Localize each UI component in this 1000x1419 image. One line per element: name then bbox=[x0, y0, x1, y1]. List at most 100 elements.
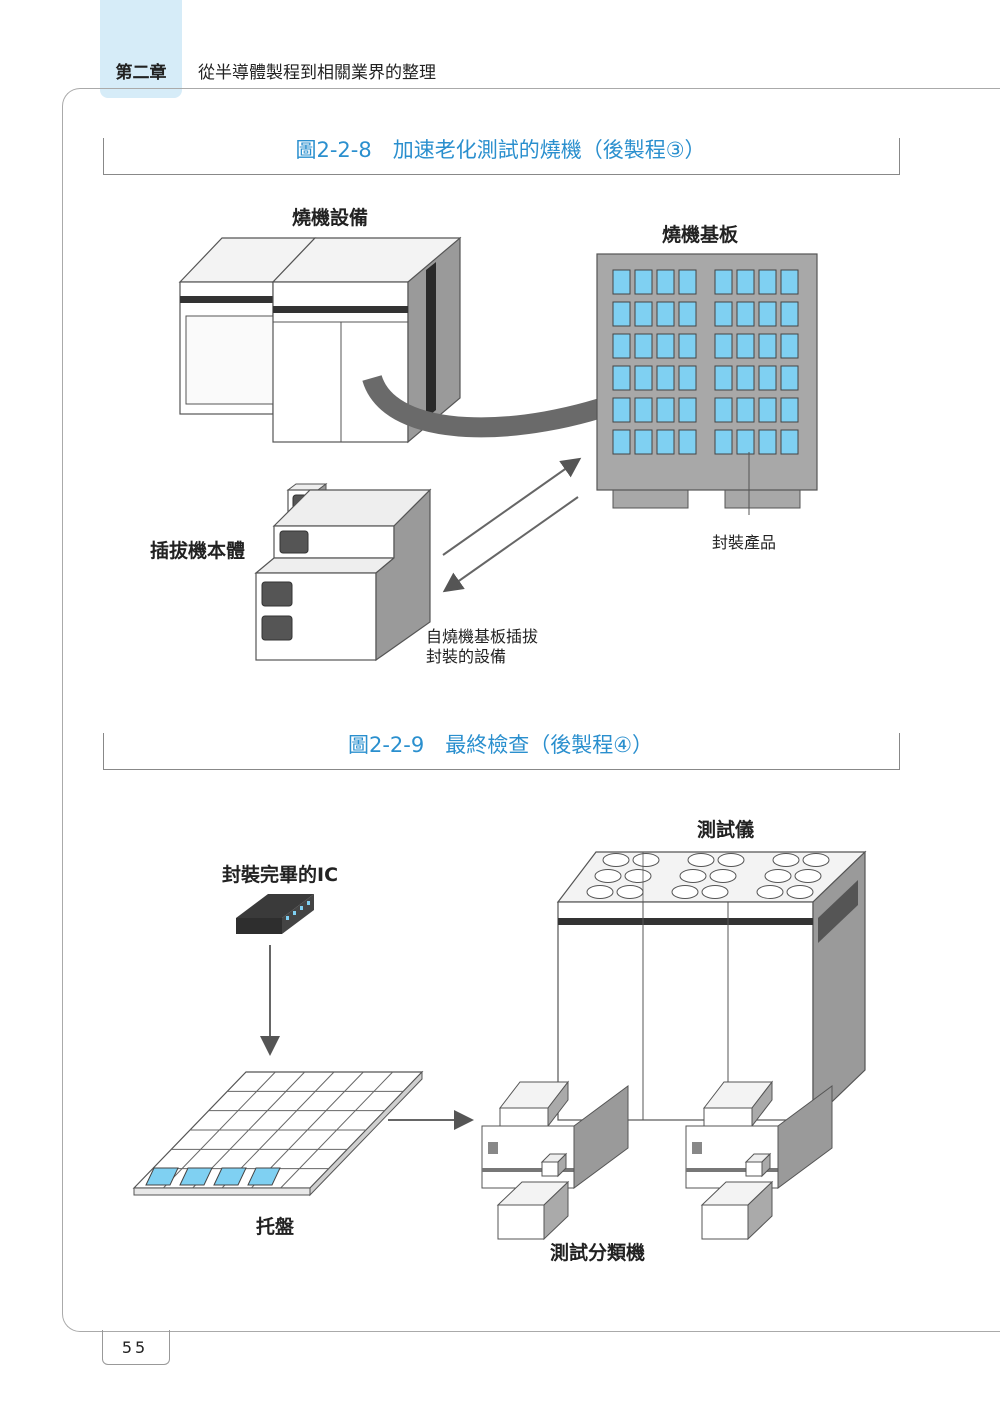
socket bbox=[656, 333, 675, 359]
socket-grid bbox=[612, 269, 799, 455]
socket bbox=[678, 333, 697, 359]
tester-hole bbox=[602, 853, 630, 867]
chapter-label: 第二章 bbox=[115, 63, 167, 83]
socket bbox=[736, 333, 755, 359]
socket bbox=[714, 397, 733, 423]
tester-hole bbox=[624, 869, 652, 883]
socket bbox=[678, 429, 697, 455]
socket bbox=[634, 269, 653, 295]
ic-chip-illustration bbox=[236, 894, 314, 934]
socket bbox=[634, 301, 653, 327]
label-packaged-ic: 封裝完畢的IC bbox=[222, 864, 339, 886]
socket bbox=[612, 301, 631, 327]
socket bbox=[612, 365, 631, 391]
chapter-title: 從半導體製程到相關業界的整理 bbox=[198, 63, 436, 83]
socket bbox=[758, 429, 777, 455]
tester-hole bbox=[632, 853, 660, 867]
tray-illustration bbox=[132, 1070, 424, 1197]
socket bbox=[780, 397, 799, 423]
socket bbox=[612, 269, 631, 295]
socket bbox=[758, 301, 777, 327]
handler-left-illustration bbox=[481, 1080, 629, 1241]
figure2-title-bar bbox=[103, 733, 900, 770]
tester-hole bbox=[709, 869, 737, 883]
socket bbox=[612, 429, 631, 455]
label-tray: 托盤 bbox=[256, 1216, 295, 1238]
socket bbox=[634, 333, 653, 359]
label-inserter-body: 插拔機本體 bbox=[150, 540, 246, 562]
tester-hole bbox=[594, 869, 622, 883]
tester-hole bbox=[671, 885, 699, 899]
tester-hole bbox=[764, 869, 792, 883]
label-handler: 測試分類機 bbox=[550, 1242, 646, 1264]
socket bbox=[780, 365, 799, 391]
socket bbox=[758, 397, 777, 423]
socket bbox=[736, 429, 755, 455]
tester-hole bbox=[679, 869, 707, 883]
handler-right-illustration bbox=[685, 1080, 833, 1241]
socket bbox=[758, 333, 777, 359]
socket bbox=[634, 397, 653, 423]
socket bbox=[736, 301, 755, 327]
socket bbox=[678, 365, 697, 391]
figure1-title: 圖2-2-8 加速老化測試的燒機（後製程③） bbox=[295, 138, 706, 162]
chapter-tab bbox=[100, 0, 182, 98]
burnin-equipment-illustration bbox=[178, 236, 462, 444]
label-packaged-product: 封裝產品 bbox=[712, 533, 777, 552]
socket bbox=[678, 397, 697, 423]
label-burnin-board: 燒機基板 bbox=[662, 224, 739, 246]
socket bbox=[758, 365, 777, 391]
tester-hole bbox=[772, 853, 800, 867]
socket bbox=[612, 397, 631, 423]
socket bbox=[656, 301, 675, 327]
label-burnin-equipment: 燒機設備 bbox=[292, 207, 369, 229]
socket bbox=[736, 269, 755, 295]
socket bbox=[612, 333, 631, 359]
socket bbox=[634, 429, 653, 455]
socket bbox=[758, 269, 777, 295]
socket bbox=[678, 301, 697, 327]
figure2-title: 圖2-2-9 最終檢查（後製程④） bbox=[347, 733, 654, 757]
label-tester: 測試儀 bbox=[697, 819, 755, 841]
tester-illustration bbox=[556, 850, 867, 1122]
socket bbox=[780, 269, 799, 295]
socket bbox=[656, 429, 675, 455]
tester-hole bbox=[616, 885, 644, 899]
figure1-title-bar bbox=[103, 138, 900, 175]
arrow-to-board bbox=[442, 457, 582, 556]
socket bbox=[656, 365, 675, 391]
socket bbox=[714, 269, 733, 295]
burnin-board-illustration bbox=[596, 253, 818, 509]
tester-hole bbox=[701, 885, 729, 899]
tester-hole bbox=[802, 853, 830, 867]
inserter-illustration bbox=[254, 483, 432, 662]
tester-hole bbox=[786, 885, 814, 899]
page-number: 55 bbox=[121, 1338, 149, 1357]
socket bbox=[714, 301, 733, 327]
label-inserter-desc-2: 封裝的設備 bbox=[426, 647, 507, 666]
socket bbox=[736, 397, 755, 423]
socket bbox=[656, 269, 675, 295]
arrow-from-board bbox=[442, 496, 579, 593]
socket bbox=[714, 333, 733, 359]
tray-chip bbox=[213, 1167, 247, 1186]
socket bbox=[780, 429, 799, 455]
socket bbox=[634, 365, 653, 391]
tester-hole bbox=[687, 853, 715, 867]
tester-hole bbox=[717, 853, 745, 867]
socket bbox=[736, 365, 755, 391]
tray-chip bbox=[247, 1167, 281, 1186]
tray-chip bbox=[179, 1167, 213, 1186]
socket bbox=[714, 429, 733, 455]
tester-hole bbox=[586, 885, 614, 899]
label-inserter-desc-1: 自燒機基板插拔 bbox=[426, 627, 539, 646]
socket bbox=[780, 333, 799, 359]
page-number-box bbox=[102, 1330, 170, 1365]
socket bbox=[656, 397, 675, 423]
tester-hole bbox=[756, 885, 784, 899]
page-frame bbox=[62, 88, 1000, 1332]
tray-chip bbox=[145, 1167, 179, 1186]
socket bbox=[678, 269, 697, 295]
socket bbox=[780, 301, 799, 327]
